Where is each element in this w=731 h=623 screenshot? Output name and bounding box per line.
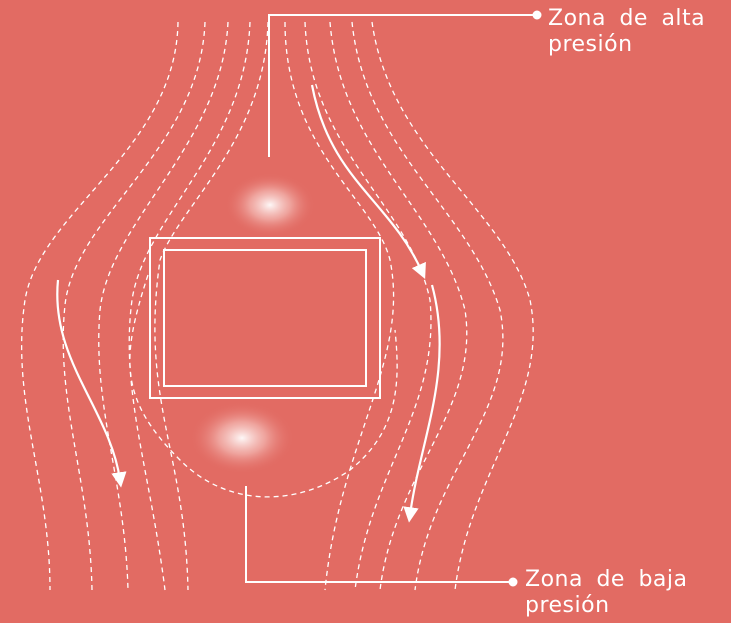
streamline-right-4 — [352, 22, 503, 590]
low-pressure-label-line1: Zona de baja — [525, 567, 731, 593]
streamline-left-5 — [155, 22, 268, 590]
object-outer-frame — [150, 238, 380, 398]
streamline-left-1 — [22, 22, 178, 590]
low-pressure-label-line2: presión — [525, 593, 731, 619]
streamline-right-1 — [285, 22, 394, 590]
streamline-right-5 — [372, 22, 533, 590]
flow-arrow-right-bottom — [410, 285, 440, 515]
low-pressure-label: Zona de baja presión — [525, 567, 731, 619]
streamline-left-2 — [63, 22, 205, 590]
high-pressure-glow — [225, 173, 315, 237]
streamlines — [22, 22, 534, 590]
leader-low-pressure — [246, 486, 517, 586]
high-pressure-label-line1: Zona de alta — [548, 6, 731, 32]
high-pressure-label-line2: presión — [548, 32, 731, 58]
streamline-right-3 — [330, 22, 467, 590]
object-inner-frame — [164, 250, 366, 386]
leader-high-pressure — [269, 12, 541, 158]
flow-arrow-right-top — [312, 85, 422, 272]
high-pressure-label: Zona de alta presión — [548, 6, 731, 58]
low-pressure-glow — [190, 402, 294, 474]
streamline-left-4 — [129, 22, 250, 590]
